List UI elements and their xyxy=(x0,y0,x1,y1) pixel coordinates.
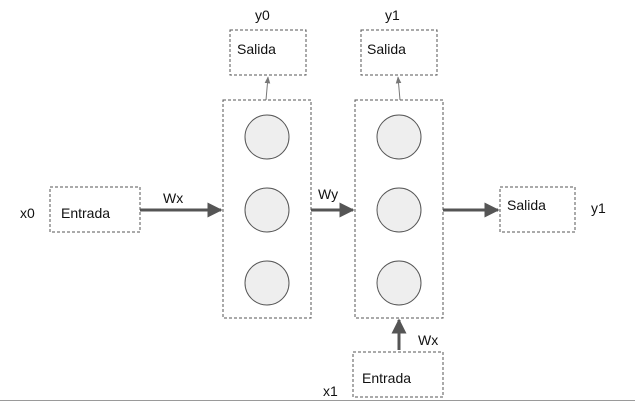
label-x0: x0 xyxy=(20,205,35,221)
output-box-top-left xyxy=(229,29,307,76)
input-box-bottom-label: Entrada xyxy=(362,370,411,386)
neuron-layer1-3 xyxy=(244,260,290,306)
output-box-right-label: Salida xyxy=(507,197,546,213)
output-box-top-right xyxy=(360,29,438,76)
neuron-layer2-2 xyxy=(376,187,422,233)
label-wx-left: Wx xyxy=(163,190,183,206)
arrow-layer1-to-output xyxy=(264,76,271,101)
label-y1-right: y1 xyxy=(591,200,606,216)
arrow-layer2-to-output xyxy=(395,76,402,101)
neuron-layer1-2 xyxy=(244,187,290,233)
label-y0: y0 xyxy=(255,7,270,23)
label-wx-bottom: Wx xyxy=(418,332,438,348)
input-box-left-label: Entrada xyxy=(61,205,110,221)
label-x1: x1 xyxy=(323,383,338,399)
neuron-layer2-1 xyxy=(376,114,422,160)
label-wy: Wy xyxy=(318,186,338,202)
output-box-top-left-label: Salida xyxy=(237,41,276,57)
output-box-right xyxy=(499,186,576,233)
neuron-layer1-1 xyxy=(244,114,290,160)
input-box-bottom xyxy=(352,351,444,398)
neuron-layer2-3 xyxy=(376,260,422,306)
output-box-top-right-label: Salida xyxy=(367,41,406,57)
label-y1-top: y1 xyxy=(385,7,400,23)
